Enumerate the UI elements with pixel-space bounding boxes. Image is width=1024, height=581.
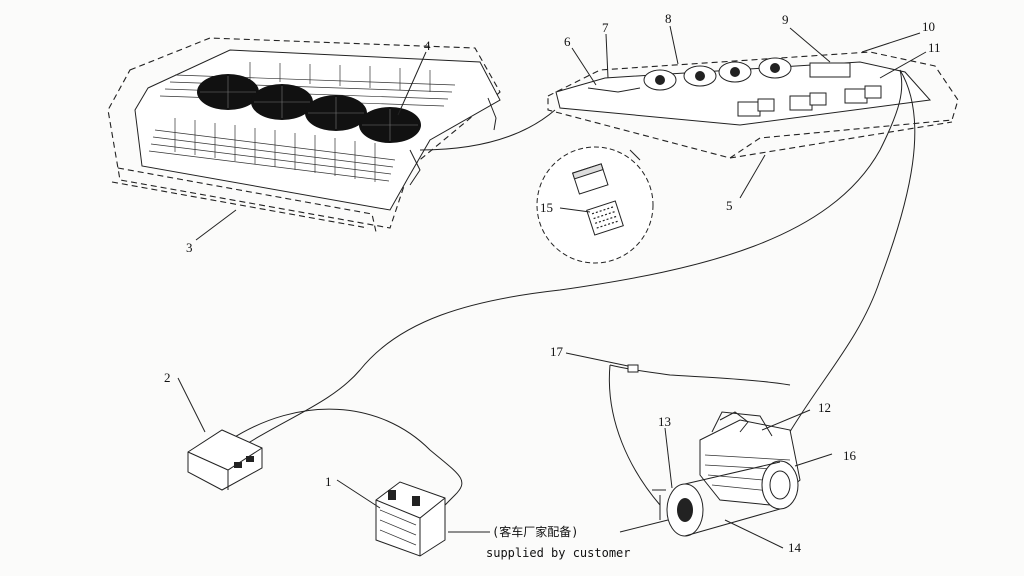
detail-inset bbox=[536, 146, 654, 264]
callout-16: 16 bbox=[843, 448, 857, 463]
callout-7: 7 bbox=[602, 20, 609, 35]
control-board bbox=[809, 62, 851, 78]
callout-17: 17 bbox=[550, 344, 564, 359]
callout-4: 4 bbox=[424, 38, 431, 53]
callout-6: 6 bbox=[564, 34, 571, 49]
blower-row bbox=[643, 57, 792, 91]
connector-17 bbox=[627, 364, 639, 373]
supplied-note-chinese: (客车厂家配备) bbox=[492, 524, 578, 539]
callout-15: 15 bbox=[540, 200, 553, 215]
callout-1: 1 bbox=[325, 474, 332, 489]
callout-8: 8 bbox=[665, 11, 672, 26]
compressor-assembly bbox=[652, 411, 801, 537]
relay-row bbox=[737, 85, 882, 117]
callout-numbers: 4 3 5 6 7 8 9 10 11 15 2 1 17 12 13 16 1… bbox=[164, 11, 941, 555]
condenser-unit bbox=[107, 37, 501, 233]
callout-11: 11 bbox=[928, 40, 941, 55]
condenser-grille-rows bbox=[148, 62, 456, 182]
callout-14: 14 bbox=[788, 540, 802, 555]
callout-2: 2 bbox=[164, 370, 171, 385]
leader-lines bbox=[177, 25, 927, 549]
callout-3: 3 bbox=[186, 240, 193, 255]
control-box bbox=[187, 429, 263, 491]
callout-9: 9 bbox=[782, 12, 789, 27]
callout-12: 12 bbox=[818, 400, 831, 415]
callout-5: 5 bbox=[726, 198, 733, 213]
battery bbox=[375, 481, 446, 557]
callout-13: 13 bbox=[658, 414, 671, 429]
callout-10: 10 bbox=[922, 19, 935, 34]
evaporator-unit bbox=[547, 51, 959, 159]
supplied-note-english: supplied by customer bbox=[486, 546, 631, 560]
wiring-harness bbox=[229, 69, 916, 521]
